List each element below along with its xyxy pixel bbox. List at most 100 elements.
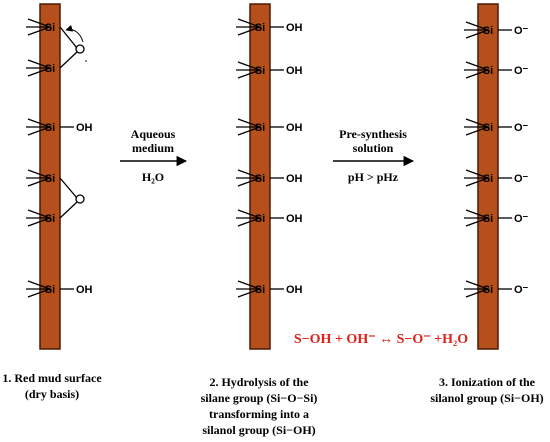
surface-bond-icon bbox=[236, 209, 262, 227]
silicon-site: Si OH bbox=[236, 118, 303, 136]
silicon-label: Si bbox=[483, 284, 493, 296]
silicon-site: Si OH bbox=[236, 18, 303, 36]
caption-line: silane group (Si−O−Si) bbox=[201, 391, 318, 405]
arrow-label-line-2: solution bbox=[353, 141, 394, 155]
caption-line: 2. Hydrolysis of the bbox=[209, 375, 309, 389]
silicon-site: Si bbox=[26, 59, 55, 77]
functional-group-label: O⁻ bbox=[514, 25, 529, 37]
functional-group-label: O⁻ bbox=[514, 213, 529, 225]
arrow-condition: H₂O bbox=[142, 170, 164, 184]
caption-line: silanol group (Si−OH) bbox=[430, 391, 543, 405]
silicon-label: Si bbox=[483, 122, 493, 134]
siloxane-bridge-top: O bbox=[59, 24, 87, 69]
silicon-label: Si bbox=[45, 122, 55, 134]
bridge-oxygen-atom bbox=[75, 194, 85, 204]
functional-group-label: OH bbox=[286, 213, 303, 225]
functional-group-label: OH bbox=[286, 284, 303, 296]
silicon-label: Si bbox=[45, 63, 55, 75]
silicon-label: Si bbox=[45, 22, 55, 34]
silicon-site: Si OH bbox=[236, 280, 303, 298]
caption-2: 2. Hydrolysis of the silane group (Si−O−… bbox=[201, 375, 318, 437]
surface-bond-icon bbox=[26, 169, 52, 187]
surface-bond-icon bbox=[464, 21, 490, 39]
arrow-label-line-1: Aqueous bbox=[131, 127, 176, 141]
silicon-label: Si bbox=[255, 122, 265, 134]
silicon-label: Si bbox=[45, 284, 55, 296]
functional-group-label: O⁻ bbox=[514, 173, 529, 185]
arrow-label-line-1: Pre-synthesis bbox=[339, 127, 407, 141]
surface-bond-icon bbox=[236, 169, 262, 187]
red-mud-bar bbox=[249, 3, 271, 350]
caption-1: 1. Red mud surface (dry basis) bbox=[2, 371, 102, 401]
surface-bond-icon bbox=[464, 169, 490, 187]
silicon-site: Si O⁻ bbox=[464, 118, 529, 136]
silicon-site: Si bbox=[26, 18, 55, 36]
bridge-oxygen-atom bbox=[75, 44, 85, 54]
functional-group-label: O⁻ bbox=[514, 122, 529, 134]
caption-line: 1. Red mud surface bbox=[2, 371, 102, 385]
functional-group-label: OH bbox=[76, 284, 93, 296]
silicon-label: Si bbox=[255, 213, 265, 225]
caption-line: transforming into a bbox=[209, 407, 309, 421]
silicon-label: Si bbox=[45, 173, 55, 185]
surface-bond-icon bbox=[26, 280, 52, 298]
silicon-label: Si bbox=[483, 213, 493, 225]
silicon-label: Si bbox=[255, 22, 265, 34]
caption-line: (dry basis) bbox=[25, 387, 79, 401]
dot-icon bbox=[85, 60, 87, 62]
functional-group-label: OH bbox=[286, 22, 303, 34]
silicon-label: Si bbox=[255, 173, 265, 185]
reaction-arrow-1: Aqueous medium H₂O bbox=[120, 127, 188, 184]
arrow-label-line-2: medium bbox=[132, 141, 174, 155]
surface-bond-icon bbox=[464, 280, 490, 298]
siloxane-bridge-bottom bbox=[59, 177, 85, 219]
silicon-label: Si bbox=[483, 25, 493, 37]
surface-bond-icon bbox=[26, 118, 52, 136]
surface-bond-icon bbox=[236, 280, 262, 298]
silicon-site: Si OH bbox=[26, 118, 93, 136]
functional-group-label: OH bbox=[286, 65, 303, 77]
caption-line: silanol group (Si−OH) bbox=[202, 423, 315, 437]
surface-bond-icon bbox=[26, 59, 52, 77]
surface-bond-icon bbox=[464, 118, 490, 136]
surface-bond-icon bbox=[236, 118, 262, 136]
silicon-site: Si OH bbox=[236, 61, 303, 79]
silicon-label: Si bbox=[255, 284, 265, 296]
silicon-site: Si OH bbox=[236, 169, 303, 187]
surface-bond-icon bbox=[236, 61, 262, 79]
functional-group-label: O⁻ bbox=[514, 65, 529, 77]
caption-3: 3. Ionization of the silanol group (Si−O… bbox=[430, 375, 543, 405]
red-mud-bar bbox=[39, 3, 61, 350]
silicon-label: Si bbox=[255, 65, 265, 77]
functional-group-label: O⁻ bbox=[514, 284, 529, 296]
functional-group-label: OH bbox=[76, 122, 93, 134]
silicon-site: Si bbox=[26, 169, 55, 187]
functional-group-label: OH bbox=[286, 122, 303, 134]
silicon-site: Si O⁻ bbox=[464, 209, 529, 227]
ionization-equation: S−OH + OH⁻ ↔ S−O⁻ +H₂O bbox=[294, 332, 468, 347]
silicon-site: Si O⁻ bbox=[464, 169, 529, 187]
silicon-label: Si bbox=[483, 173, 493, 185]
silicon-site: Si OH bbox=[26, 280, 93, 298]
arrow-condition: pH > pHz bbox=[348, 170, 399, 184]
surface-bond-icon bbox=[236, 18, 262, 36]
silicon-site: Si O⁻ bbox=[464, 280, 529, 298]
silicon-site: Si bbox=[26, 209, 55, 227]
silicon-site: Si O⁻ bbox=[464, 21, 529, 39]
surface-bond-icon bbox=[26, 209, 52, 227]
surface-bond-icon bbox=[26, 18, 52, 36]
surface-bond-icon bbox=[464, 61, 490, 79]
red-mud-bar bbox=[477, 3, 499, 350]
reaction-arrow-2: Pre-synthesis solution pH > pHz bbox=[333, 127, 415, 184]
silicon-site: Si OH bbox=[236, 209, 303, 227]
functional-group-label: OH bbox=[286, 173, 303, 185]
curved-arrow-icon bbox=[65, 24, 84, 43]
caption-line: 3. Ionization of the bbox=[439, 375, 536, 389]
silicon-label: Si bbox=[45, 213, 55, 225]
surface-bond-icon bbox=[464, 209, 490, 227]
